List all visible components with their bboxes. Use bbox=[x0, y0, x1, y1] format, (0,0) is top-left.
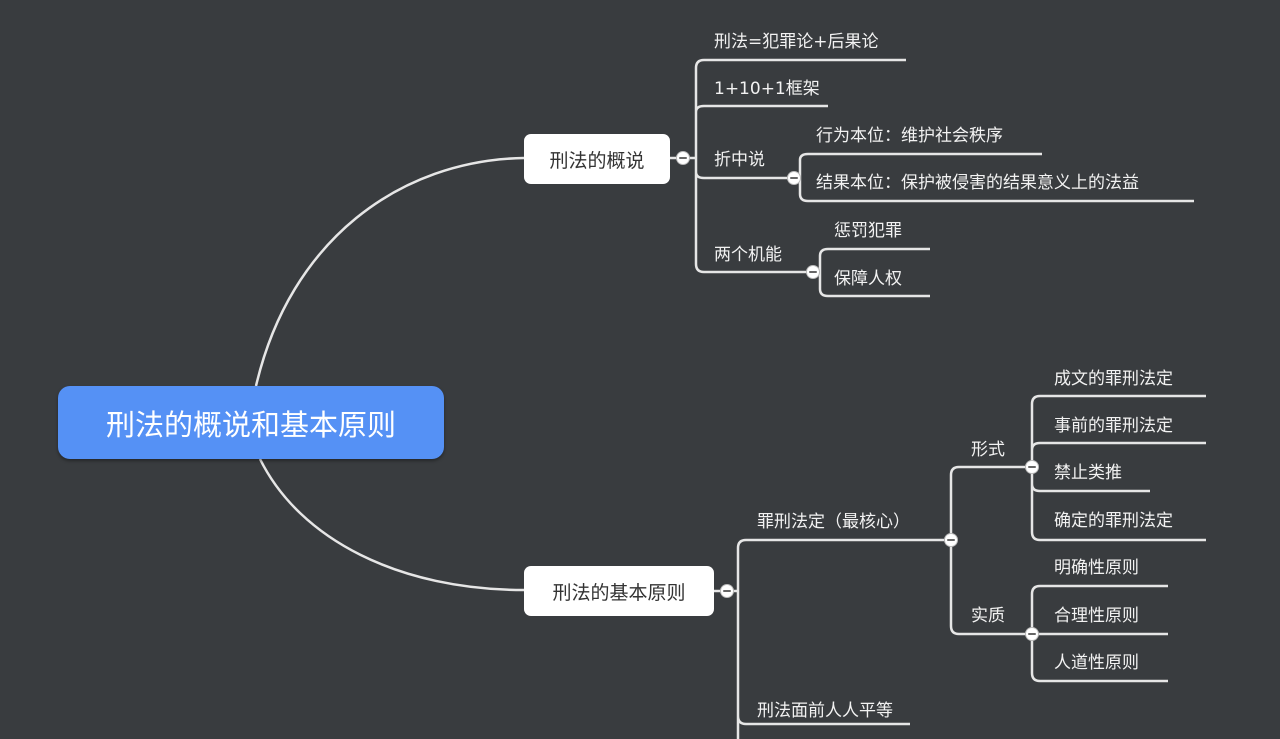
node-humanity-principle[interactable]: 人道性原则 bbox=[1054, 653, 1139, 673]
collapse-functions-button[interactable] bbox=[806, 265, 820, 279]
node-written-law[interactable]: 成文的罪刑法定 bbox=[1054, 369, 1173, 389]
connector-shizhi-bracket bbox=[1030, 584, 1168, 683]
connector-zuixing-bracket bbox=[949, 465, 1026, 636]
branch-overview-label: 刑法的概说 bbox=[549, 149, 645, 172]
branch-principles[interactable]: 刑法的基本原则 bbox=[524, 566, 714, 616]
node-formal[interactable]: 形式 bbox=[971, 440, 1005, 460]
node-legality[interactable]: 罪刑法定（最核心） bbox=[757, 512, 910, 532]
root-label: 刑法的概说和基本原则 bbox=[105, 407, 396, 442]
node-definite-law[interactable]: 确定的罪刑法定 bbox=[1054, 511, 1173, 531]
root-node[interactable]: 刑法的概说和基本原则 bbox=[58, 386, 444, 459]
collapse-overview-button[interactable] bbox=[676, 151, 690, 165]
node-no-analogy[interactable]: 禁止类推 bbox=[1054, 463, 1122, 483]
branch-principles-label: 刑法的基本原则 bbox=[552, 581, 686, 604]
node-ex-ante-law[interactable]: 事前的罪刑法定 bbox=[1054, 416, 1173, 436]
connector-jineng-bracket bbox=[818, 247, 930, 298]
node-xingfa-formula[interactable]: 刑法=犯罪论+后果论 bbox=[714, 32, 879, 52]
node-substantive[interactable]: 实质 bbox=[971, 606, 1005, 626]
node-punish-crime[interactable]: 惩罚犯罪 bbox=[834, 221, 902, 241]
collapse-formal-button[interactable] bbox=[1025, 460, 1039, 474]
node-rationality-principle[interactable]: 合理性原则 bbox=[1054, 606, 1139, 626]
collapse-legality-button[interactable] bbox=[944, 533, 958, 547]
node-zhezhong[interactable]: 折中说 bbox=[714, 150, 765, 170]
connector-root-to-overview bbox=[254, 156, 525, 387]
node-framework[interactable]: 1+10+1框架 bbox=[714, 79, 820, 99]
node-result-standard[interactable]: 结果本位：保护被侵害的结果意义上的法益 bbox=[816, 173, 1139, 193]
node-behavior-standard[interactable]: 行为本位：维护社会秩序 bbox=[816, 126, 1003, 146]
node-clarity-principle[interactable]: 明确性原则 bbox=[1054, 558, 1139, 578]
connector-xingshi-bracket bbox=[1030, 394, 1206, 542]
node-protect-rights[interactable]: 保障人权 bbox=[834, 269, 902, 289]
node-equality[interactable]: 刑法面前人人平等 bbox=[757, 701, 893, 721]
connector-root-to-principles bbox=[258, 458, 525, 592]
branch-overview[interactable]: 刑法的概说 bbox=[524, 134, 670, 184]
collapse-principles-button[interactable] bbox=[720, 584, 734, 598]
node-two-functions[interactable]: 两个机能 bbox=[714, 245, 782, 265]
collapse-substantive-button[interactable] bbox=[1025, 627, 1039, 641]
connector-overview-bracket bbox=[684, 58, 906, 274]
collapse-zhezhong-button[interactable] bbox=[787, 171, 801, 185]
connector-principles-bracket bbox=[727, 538, 944, 739]
